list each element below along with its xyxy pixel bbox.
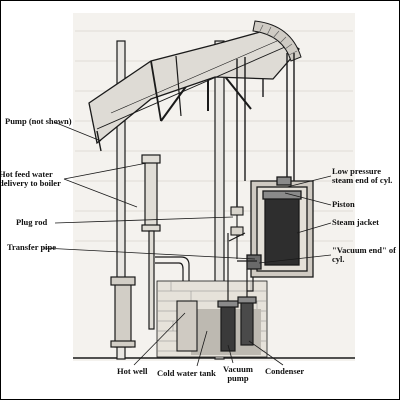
label-hot-feed-water: Hot feed water delivery to boiler [0, 169, 61, 188]
steam-cylinder [237, 176, 314, 278]
label-vacuum-pump: Vacuum pump [223, 365, 253, 383]
exhaust-pipe [247, 277, 254, 292]
hot-feed-water-pipe [141, 154, 161, 330]
left-pump-cylinder [110, 276, 136, 348]
label-plug-rod: Plug rod [16, 217, 48, 227]
label-hot-well: Hot well [117, 366, 148, 376]
condenser [237, 269, 257, 346]
label-pump: Pump (not shown) [5, 116, 72, 126]
label-vacuum-pump-line1: Vacuum [223, 364, 253, 374]
hot-well [176, 300, 198, 352]
label-hot-feed-water-line2: delivery to boiler [0, 178, 61, 188]
label-cold-water-tank: Cold water tank [157, 368, 216, 378]
label-low-pressure-line2: steam end of cyl. [332, 175, 393, 185]
label-low-pressure-line1: Low pressure [332, 166, 382, 176]
transfer-pipe [155, 256, 190, 301]
label-piston: Piston [332, 199, 355, 209]
label-low-pressure: Low pressure steam end of cyl. [332, 167, 392, 185]
support-post-left [116, 40, 126, 360]
arch-head [252, 20, 302, 62]
label-steam-jacket: Steam jacket [332, 217, 379, 227]
label-vacuum-end-line2: cyl. [332, 254, 345, 264]
label-vacuum-pump-line2: pump [227, 373, 249, 383]
pump-rod [96, 130, 102, 152]
plug-rod-assembly [228, 181, 246, 259]
leader-lines [42, 121, 332, 367]
label-vacuum-end-line1: "Vacuum end" of [332, 245, 396, 255]
label-hot-feed-water-line1: Hot feed water [0, 169, 53, 179]
label-vacuum-end: "Vacuum end" of cyl. [332, 246, 396, 264]
label-transfer-pipe: Transfer pipe [7, 242, 57, 252]
label-condenser: Condenser [265, 366, 305, 376]
walking-beam [88, 28, 300, 145]
support-post-center [214, 40, 225, 360]
vacuum-pump [217, 233, 239, 352]
